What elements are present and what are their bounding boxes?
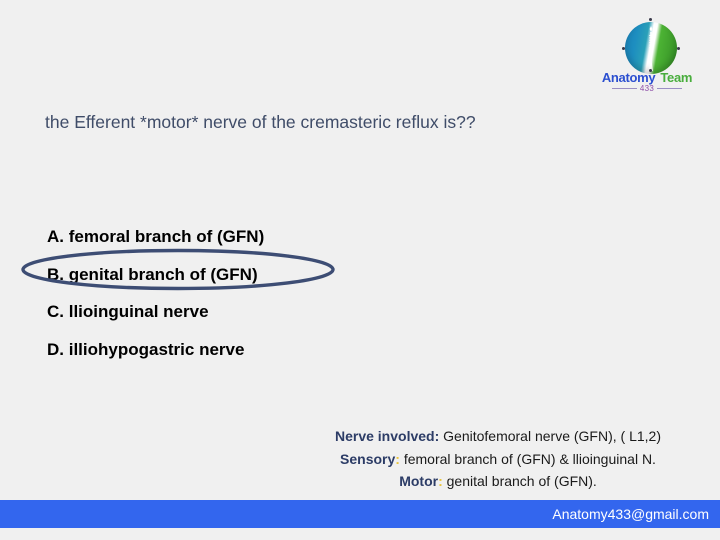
answer-option-a[interactable]: A. femoral branch of (GFN) (47, 227, 265, 246)
logo-number: 433 (639, 84, 655, 93)
logo-subtitle: 433 (597, 84, 697, 93)
explanation-colon-motor: : (438, 473, 443, 489)
explanation-text-motor: genital branch of (GFN). (442, 473, 597, 489)
explanation-text-nerve-involved: Genitofemoral nerve (GFN), ( L1,2) (439, 428, 661, 444)
explanation-colon-sensory: : (395, 450, 400, 467)
answer-option-b[interactable]: B. genital branch of (GFN) (47, 264, 258, 284)
selection-handle-top[interactable] (649, 18, 652, 21)
explanation-block: Nerve involved: Genitofemoral nerve (GFN… (280, 425, 716, 493)
logo-spine-figure-icon (646, 24, 656, 72)
logo-rule-left (611, 88, 637, 89)
footer-email-text: Anatomy433@gmail.com (552, 506, 709, 522)
explanation-line-nerve-involved: Nerve involved: Genitofemoral nerve (GFN… (280, 425, 716, 448)
question-text: the Efferent *motor* nerve of the cremas… (45, 112, 476, 132)
logo-word-team: Team (660, 70, 693, 85)
explanation-label-nerve-involved: Nerve involved: (334, 428, 440, 444)
answer-options-list: A. femoral branch of (GFN) B. genital br… (47, 218, 467, 368)
explanation-text-sensory: femoral branch of (GFN) & llioinguinal N… (399, 450, 656, 467)
logo-wordmark: Anatomy Team (597, 70, 697, 85)
selection-handle-left[interactable] (622, 47, 625, 50)
anatomy-team-logo[interactable]: Anatomy Team 433 (597, 18, 697, 96)
selection-handle-right[interactable] (677, 47, 680, 50)
answer-option-d[interactable]: D. illiohypogastric nerve (47, 339, 245, 359)
footer-bar: Anatomy433@gmail.com (0, 500, 720, 528)
selection-handle-bottom[interactable] (649, 69, 652, 72)
answer-option-c[interactable]: C. llioinguinal nerve (47, 302, 209, 321)
logo-rule-right (657, 88, 683, 89)
logo-word-anatomy: Anatomy (601, 70, 656, 85)
explanation-label-motor: Motor (399, 473, 439, 489)
explanation-label-sensory: Sensory (340, 450, 396, 467)
explanation-line-sensory: Sensory: femoral branch of (GFN) & llioi… (280, 448, 716, 471)
explanation-line-motor: Motor: genital branch of (GFN). (280, 470, 716, 493)
